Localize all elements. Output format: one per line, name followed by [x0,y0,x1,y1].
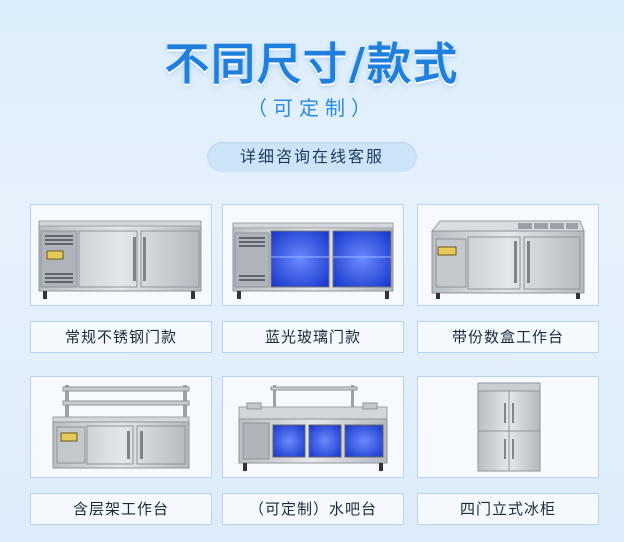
product-card-water-bar[interactable] [222,376,404,478]
shelf-workbench-icon [52,385,190,469]
product-card-pan-workbench[interactable] [417,204,599,306]
product-label: 常规不锈钢门款 [30,321,212,353]
product-label: 四门立式冰柜 [417,493,599,525]
product-card-blue-glass[interactable] [222,204,404,306]
blue-glass-door-fridge-icon [232,222,394,299]
product-label: （可定制）水吧台 [222,493,404,525]
stainless-counter-fridge-icon [38,220,202,299]
product-card-upright-freezer[interactable] [417,376,599,478]
product-label: 含层架工作台 [30,493,212,525]
water-bar-counter-icon [238,385,388,471]
product-label: 蓝光玻璃门款 [222,321,404,353]
page-subtitle: （可定制） [247,96,377,120]
product-card-stainless[interactable] [30,204,212,306]
consult-button[interactable]: 详细咨询在线客服 [207,142,417,172]
page-title: 不同尺寸/款式 [164,39,460,90]
product-card-shelf-workbench[interactable] [30,376,212,478]
product-label: 带份数盒工作台 [417,321,599,353]
four-door-upright-freezer-icon [477,382,541,472]
pan-workbench-icon [430,220,585,299]
